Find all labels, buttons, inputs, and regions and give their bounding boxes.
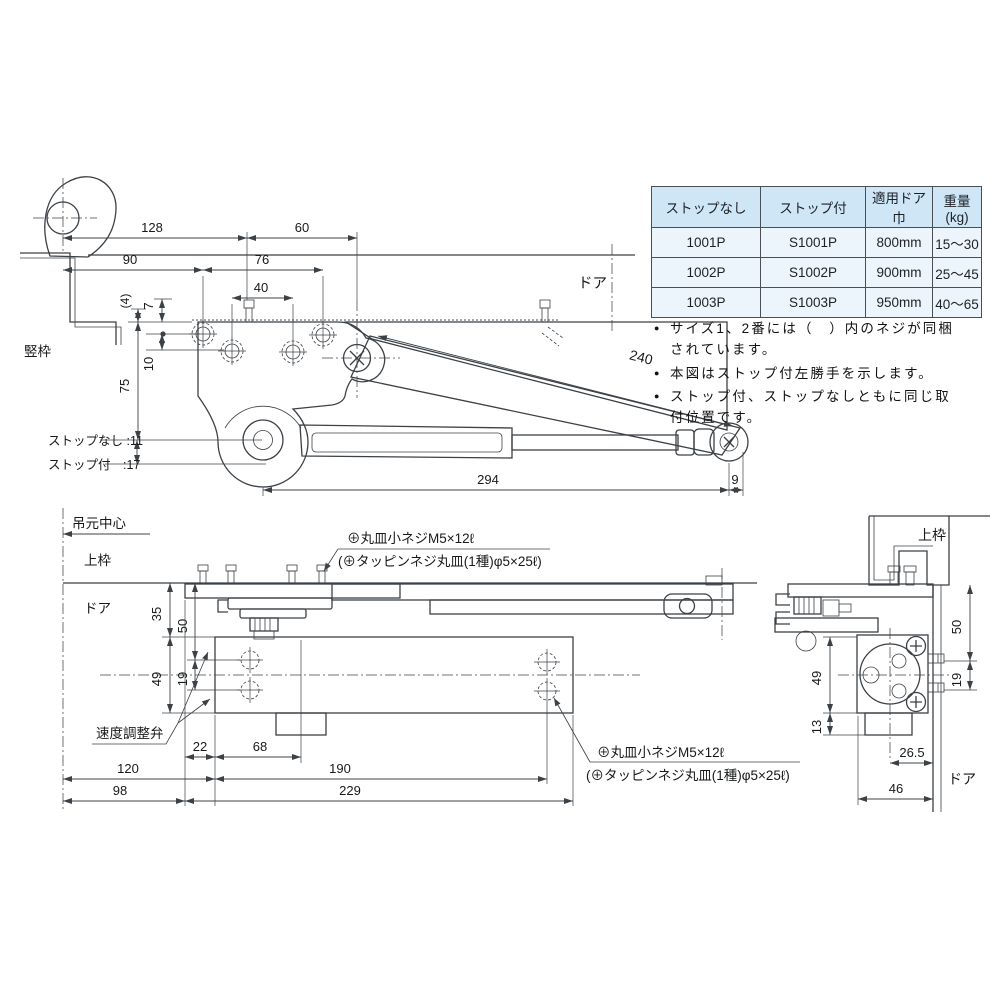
frame-top-channel: [868, 515, 990, 812]
table-header-cell: 適用ドア巾: [865, 186, 933, 228]
dim-128: 128: [141, 220, 163, 235]
speed-valve-callout: 速度調整弁: [92, 651, 211, 745]
dim-46: 46: [889, 781, 903, 796]
arm-edge-view: [217, 568, 734, 640]
front-view-dims-bottom: 22 68 120 190 98 229: [63, 600, 574, 806]
label-door-front-view: ドア: [84, 601, 111, 616]
table-cell: 1002P: [651, 257, 761, 288]
table-cell: 40〜65: [932, 287, 982, 318]
dim-10: 10: [141, 357, 156, 371]
dim-4: (4): [118, 294, 132, 309]
table-cell: 1003P: [651, 287, 761, 318]
dim-190: 190: [329, 761, 351, 776]
top-view-dimensions: 128 60 90 76 40 (4) 7 10 75: [48, 220, 744, 496]
table-cell: S1002P: [760, 257, 866, 288]
screw-callout-bottom: ⊕丸皿小ネジM5×12ℓ (⊕タッピンネジ丸皿(1種)φ5×25ℓ): [553, 697, 800, 783]
table-cell: 900mm: [865, 257, 933, 288]
pinion-pivot: [224, 405, 302, 461]
main-shaft-boss: [322, 300, 400, 398]
table-row: 1002P S1002P 900mm 25〜45: [651, 257, 982, 288]
mounting-holes-top: [189, 320, 337, 366]
dim-60: 60: [295, 220, 309, 235]
dim-7: 7: [141, 302, 156, 309]
dim-26-5: 26.5: [899, 745, 924, 760]
dim-90: 90: [123, 252, 137, 267]
table-header-cell: 重量(kg): [932, 186, 982, 228]
table-row: 1001P S1001P 800mm 15〜30: [651, 227, 982, 258]
dim-76: 76: [255, 252, 269, 267]
table-cell: S1003P: [760, 287, 866, 318]
side-view-dims: 50 19 49 13 26.5 46 ドア: [809, 585, 977, 805]
dim-35: 35: [149, 607, 164, 621]
mounting-bracket: [184, 564, 401, 599]
dim-9: 9: [731, 472, 738, 487]
note-item: ストップ付、ストップなしともに同じ取付位置です。: [654, 386, 955, 429]
dim-50-front: 50: [175, 619, 190, 633]
label-frame-top: 上枠: [84, 553, 111, 568]
dim-68: 68: [253, 739, 267, 754]
label-door-top-view: ドア: [578, 276, 607, 292]
table-cell: 15〜30: [932, 227, 982, 258]
dim-19-front: 19: [175, 672, 190, 686]
label-stop-with: ストップ付 :17: [48, 458, 140, 472]
dim-98: 98: [113, 783, 127, 798]
dim-19-side: 19: [949, 673, 964, 687]
break-marks: [541, 326, 564, 347]
front-view-dims-left: 35 49 50 19: [149, 583, 240, 714]
dim-294: 294: [477, 472, 499, 487]
mounting-holes-front: [237, 647, 560, 704]
label-speed-valve: 速度調整弁: [96, 726, 164, 741]
table-cell: 950mm: [865, 287, 933, 318]
closer-body-side: [838, 628, 952, 758]
label-hinge-center: 吊元中心: [72, 516, 126, 531]
table-cell: 800mm: [865, 227, 933, 258]
dim-49-front: 49: [149, 672, 164, 686]
corner-bracket: [33, 176, 117, 258]
label-vertical-frame: 竪枠: [24, 344, 51, 359]
screw-callout-line2: (⊕タッピンネジ丸皿(1種)φ5×25ℓ): [338, 554, 542, 569]
dim-22: 22: [193, 739, 207, 754]
label-door-side-view: ドア: [948, 771, 976, 787]
dim-75: 75: [117, 379, 132, 393]
table-header-cell: ストップなし: [651, 186, 761, 228]
table-header-cell: ストップ付: [760, 186, 866, 228]
model-spec-table: ストップなし ストップ付 適用ドア巾 重量(kg) 1001P S1001P 8…: [651, 186, 982, 318]
dim-229: 229: [339, 783, 361, 798]
dim-240: 240: [628, 347, 655, 368]
front-view: 吊元中心 上枠 ドア: [62, 508, 800, 812]
table-header-row: ストップなし ストップ付 適用ドア巾 重量(kg): [651, 186, 982, 228]
frame-channel: [20, 252, 122, 345]
dim-120: 120: [117, 761, 139, 776]
rod-arm: [299, 424, 715, 459]
reference-dot: [160, 331, 166, 337]
screw-callout-line1: ⊕丸皿小ネジM5×12ℓ: [347, 531, 475, 546]
side-view: 上枠: [774, 515, 990, 812]
table-cell: S1001P: [760, 227, 866, 258]
top-view: 128 60 90 76 40 (4) 7 10 75: [20, 176, 749, 496]
table-cell: 1001P: [651, 227, 761, 258]
arm-side-view: [774, 565, 934, 652]
note-item: サイズ1、2番には（ ）内のネジが同梱されています。: [654, 318, 955, 361]
dim-13: 13: [809, 720, 824, 734]
screw-callout-top: ⊕丸皿小ネジM5×12ℓ (⊕タッピンネジ丸皿(1種)φ5×25ℓ): [323, 531, 550, 572]
notes-list: サイズ1、2番には（ ）内のネジが同梱されています。 本図はストップ付左勝手を示…: [654, 318, 955, 431]
label-frame-top-side: 上枠: [918, 527, 946, 543]
dim-50-side: 50: [949, 620, 964, 634]
dim-49-side: 49: [809, 671, 824, 685]
label-stop-none: ストップなし :11: [48, 434, 143, 448]
screw-callout2-line2: (⊕タッピンネジ丸皿(1種)φ5×25ℓ): [586, 768, 790, 783]
top-screws: [243, 299, 551, 323]
table-row: 1003P S1003P 950mm 40〜65: [651, 287, 982, 318]
dim-40: 40: [254, 280, 268, 295]
table-cell: 25〜45: [932, 257, 982, 288]
screw-callout2-line1: ⊕丸皿小ネジM5×12ℓ: [597, 745, 725, 760]
note-item: 本図はストップ付左勝手を示します。: [654, 363, 955, 384]
